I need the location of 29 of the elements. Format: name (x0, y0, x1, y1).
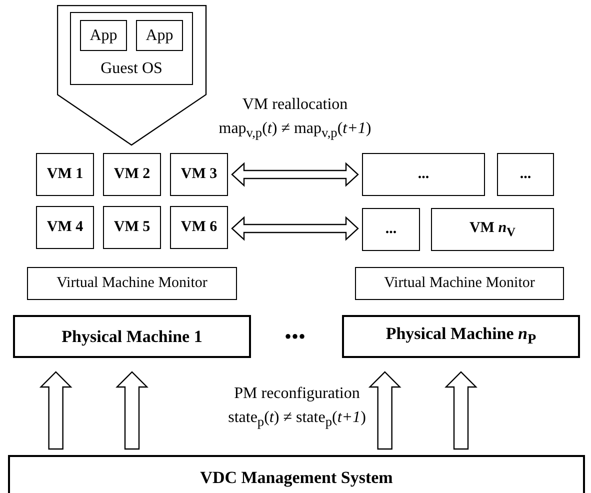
arrow (39, 371, 72, 450)
vm-box: ... (362, 153, 485, 196)
caption: PM reconfiguration (233, 385, 361, 403)
formula: map$_{v,p}$(t) ≠ map$_{v,p}$(t+1) (218, 120, 372, 142)
vm-box: ... (497, 153, 554, 196)
monitor-box: Virtual Machine Monitor (355, 267, 564, 300)
vm-box: VM 2 (103, 153, 161, 196)
app-box: App (80, 20, 127, 51)
monitor-box: Virtual Machine Monitor (27, 267, 237, 300)
arrow (444, 371, 478, 450)
formula: state$_{p}$(t) ≠ state$_{p}$(t+1) (227, 409, 367, 430)
physical-machine-box: Physical Machine 1 (13, 315, 251, 358)
arrow (116, 371, 148, 450)
vm-box: VM 5 (103, 206, 161, 249)
vm-box: VM n$_{V}$ (431, 208, 554, 251)
double-arrow (231, 216, 359, 241)
ellipsis-dots: ••• (283, 326, 306, 349)
vm-box: ... (362, 208, 420, 251)
management-system-box: VDC Management System (8, 455, 585, 493)
vm-box: VM 3 (170, 153, 228, 196)
vm-box: VM 6 (170, 206, 228, 249)
caption: VM reallocation (241, 96, 349, 114)
app-box: App (136, 20, 183, 51)
vm-box: VM 4 (36, 206, 94, 249)
double-arrow (231, 162, 359, 187)
guest-os-box: App App Guest OS (70, 12, 193, 85)
physical-machine-box: Physical Machine n$_{P}$ (342, 315, 580, 358)
arrow (368, 371, 402, 450)
vm-box: VM 1 (36, 153, 94, 196)
